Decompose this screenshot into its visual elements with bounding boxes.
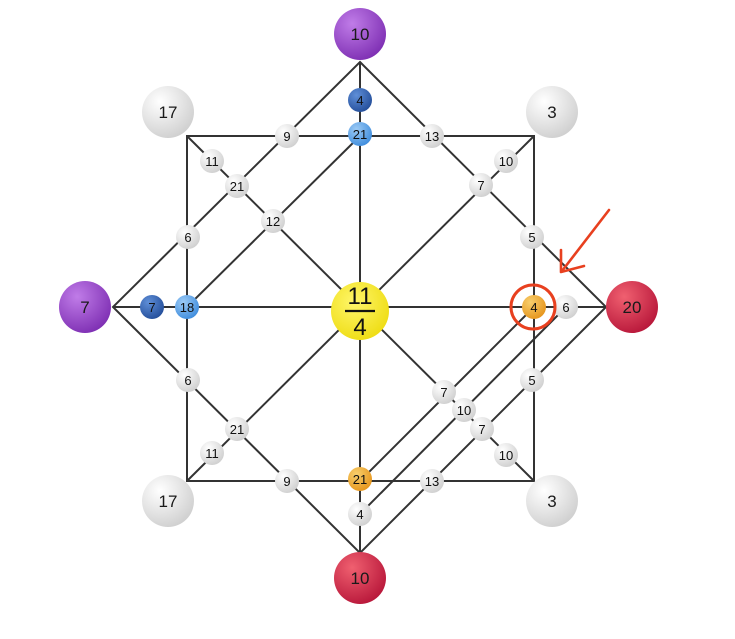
node-ur-10: 10: [494, 149, 518, 173]
svg-text:21: 21: [230, 422, 244, 437]
svg-text:6: 6: [184, 373, 191, 388]
outer-bottom-left-node: 17: [142, 475, 194, 527]
node-ll-21: 21: [225, 417, 249, 441]
highlight-annotation: [509, 208, 611, 331]
svg-text:7: 7: [80, 298, 89, 317]
node-ll-6: 6: [176, 368, 200, 392]
svg-text:6: 6: [184, 230, 191, 245]
outer-bottom-node: 10: [334, 552, 386, 604]
node-left-blue: 18: [175, 295, 199, 319]
svg-text:9: 9: [283, 129, 290, 144]
svg-text:4: 4: [356, 507, 363, 522]
node-ll-11: 11: [200, 441, 224, 465]
node-ur-13: 13: [420, 124, 444, 148]
diagram-nodes: 11 4 10 7 20 10: [59, 8, 658, 604]
svg-text:11: 11: [205, 446, 219, 461]
outer-top-node: 10: [334, 8, 386, 60]
center-node: 11 4: [331, 282, 389, 341]
node-lr-10a: 10: [452, 398, 476, 422]
svg-text:10: 10: [351, 25, 370, 44]
node-ul-21: 21: [225, 174, 249, 198]
node-top-blue: 21: [348, 122, 372, 146]
node-lr-5: 5: [520, 368, 544, 392]
arrow-head-icon: [559, 248, 586, 274]
svg-text:13: 13: [425, 474, 439, 489]
node-ul-12: 12: [261, 209, 285, 233]
svg-text:21: 21: [230, 179, 244, 194]
node-right-6: 6: [554, 295, 578, 319]
svg-text:20: 20: [623, 298, 642, 317]
node-lr-10b: 10: [494, 443, 518, 467]
svg-text:6: 6: [562, 300, 569, 315]
center-numerator: 11: [348, 283, 373, 310]
svg-text:7: 7: [440, 385, 447, 400]
node-ul-6: 6: [176, 225, 200, 249]
svg-text:3: 3: [547, 492, 556, 511]
node-lr-7b: 7: [470, 417, 494, 441]
svg-text:5: 5: [528, 230, 535, 245]
node-ul-11: 11: [200, 149, 224, 173]
svg-text:5: 5: [528, 373, 535, 388]
svg-text:10: 10: [351, 569, 370, 588]
node-right-orange: 4: [522, 295, 546, 319]
svg-text:12: 12: [266, 214, 280, 229]
svg-text:7: 7: [477, 178, 484, 193]
node-lr-7a: 7: [432, 380, 456, 404]
node-left-dark: 7: [140, 295, 164, 319]
outer-top-left-node: 17: [142, 86, 194, 138]
svg-text:4: 4: [530, 300, 537, 315]
svg-text:10: 10: [457, 403, 471, 418]
node-ll-9: 9: [275, 469, 299, 493]
outer-bottom-right-node: 3: [526, 475, 578, 527]
svg-text:10: 10: [499, 154, 513, 169]
node-ur-5: 5: [520, 225, 544, 249]
svg-text:17: 17: [159, 492, 178, 511]
node-top-dark: 4: [348, 88, 372, 112]
highlight-ring: [509, 283, 557, 331]
center-denominator: 4: [353, 314, 366, 341]
arrow-shaft: [560, 208, 611, 273]
outer-top-right-node: 3: [526, 86, 578, 138]
node-ur-7: 7: [469, 173, 493, 197]
svg-text:13: 13: [425, 129, 439, 144]
svg-text:18: 18: [180, 300, 194, 315]
svg-text:7: 7: [148, 300, 155, 315]
svg-text:3: 3: [547, 103, 556, 122]
svg-text:10: 10: [499, 448, 513, 463]
svg-text:7: 7: [478, 422, 485, 437]
svg-text:9: 9: [283, 474, 290, 489]
node-lr-13: 13: [420, 469, 444, 493]
svg-text:17: 17: [159, 103, 178, 122]
node-ul-9: 9: [275, 124, 299, 148]
svg-text:4: 4: [356, 93, 363, 108]
svg-text:11: 11: [205, 154, 219, 169]
outer-right-node: 20: [606, 281, 658, 333]
outer-left-node: 7: [59, 281, 111, 333]
svg-text:21: 21: [353, 472, 367, 487]
node-bottom-orange: 21: [348, 467, 372, 491]
svg-text:21: 21: [353, 127, 367, 142]
node-bottom-4: 4: [348, 502, 372, 526]
